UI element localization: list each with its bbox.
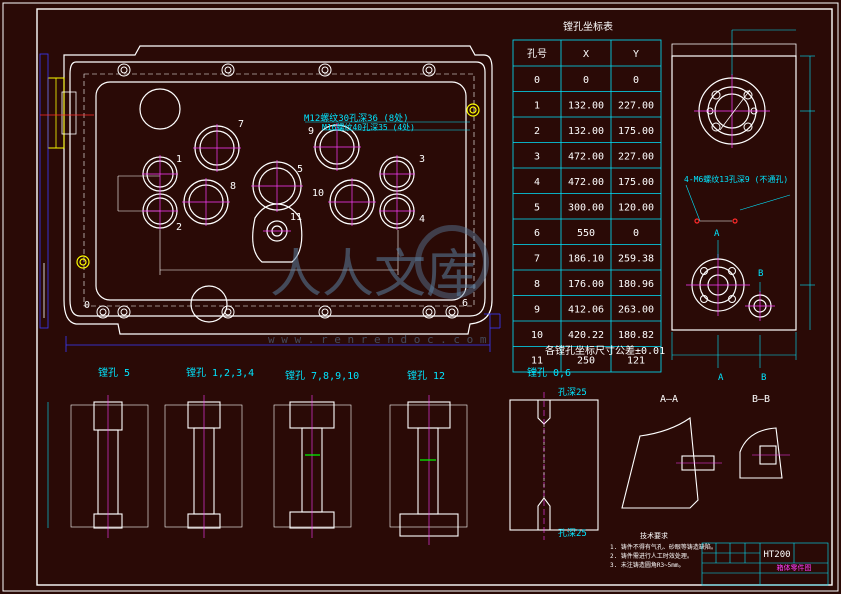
table-cell: 176.00 <box>568 279 604 290</box>
table-cell: 0 <box>583 75 589 86</box>
hole-label-5: 5 <box>297 164 303 175</box>
hole-label-0: 0 <box>84 300 90 311</box>
coordinate-table: 镗孔坐标表 孔号 X Y 0 0 0 1 132.00 227.00 2 132.00 175.00 3… <box>512 20 665 373</box>
watermark-text: 人人文库 <box>270 245 478 305</box>
table-header-cell: Y <box>633 49 639 60</box>
section-aa: A—A <box>660 394 678 405</box>
table-cell: 186.10 <box>568 254 604 265</box>
hole-label-9: 9 <box>308 126 314 137</box>
table-cell: 180.96 <box>618 279 654 290</box>
title-block-part-name: 箱体零件图 <box>777 563 812 572</box>
watermark: 人人文库 w w w . r e n r e n d o c . c o m <box>268 225 489 346</box>
title-block <box>701 542 829 586</box>
title-block-material: HT200 <box>763 550 790 560</box>
table-cell: 0 <box>633 75 639 86</box>
table-cell: 132.00 <box>568 101 604 112</box>
table-cell: 420.22 <box>568 330 604 341</box>
table-cell: 1 <box>534 101 540 112</box>
table-cell: 472.00 <box>568 152 604 163</box>
inner-border <box>36 8 833 586</box>
table-cell: 4 <box>534 177 540 188</box>
side-view-labels: 4-M6螺纹13孔深9 (不通孔) A B A B <box>684 174 788 383</box>
thread-note-m16: M16螺纹40孔深35 (4处) <box>322 122 415 132</box>
section-labels: 镗孔 5 镗孔 1,2,3,4 镗孔 7,8,9,10 镗孔 12 镗孔 0,6… <box>98 366 770 539</box>
table-cell: 300.00 <box>568 203 604 214</box>
note-item-3: 3. 未注铸造圆角R3~5mm。 <box>610 561 685 569</box>
table-cell: 227.00 <box>618 152 654 163</box>
table-cell: 263.00 <box>618 305 654 316</box>
technical-notes: 技术要求 1. 铸件不得有气孔、砂眼等铸造缺陷。 2. 铸件需进行人工时效处理。… <box>610 531 717 569</box>
table-cell: 250 <box>577 356 595 367</box>
table-cell: 412.06 <box>568 305 604 316</box>
hole-label-10: 10 <box>312 188 324 199</box>
table-cell: 10 <box>531 330 543 341</box>
table-cell: 175.00 <box>618 126 654 137</box>
hole-label-2: 2 <box>176 222 182 233</box>
watermark-url: w w w . r e n r e n d o c . c o m <box>268 333 487 346</box>
hole-label-6: 6 <box>462 298 468 309</box>
hole-label-11: 11 <box>290 212 302 223</box>
table-cell: 180.82 <box>618 330 654 341</box>
table-title: 镗孔坐标表 <box>563 20 613 33</box>
table-cell: 2 <box>534 126 540 137</box>
section-label-hole78910: 镗孔 7,8,9,10 <box>285 369 359 382</box>
note-item-1: 1. 铸件不得有气孔、砂眼等铸造缺陷。 <box>610 543 717 551</box>
section-label-hole12: 镗孔 12 <box>407 369 445 382</box>
table-cell: 121 <box>627 356 645 367</box>
plan-hole-labels: 0 1 2 3 4 5 6 7 8 9 10 11 M12螺纹30孔深36 (8… <box>84 112 468 311</box>
table-cell: 7 <box>534 254 540 265</box>
hole-label-3: 3 <box>419 154 425 165</box>
side-label-b-bottom: B <box>761 373 766 383</box>
notes-title: 技术要求 <box>640 531 668 540</box>
side-label-a-bottom: A <box>718 373 724 383</box>
thread-note-m12: M12螺纹30孔深36 (8处) <box>304 112 409 124</box>
table-note: 各镗孔坐标尺寸公差±0.01 <box>545 344 665 357</box>
table-header-cell: 孔号 <box>527 48 547 60</box>
table-cell: 259.38 <box>618 254 654 265</box>
side-thread-note: 4-M6螺纹13孔深9 (不通孔) <box>684 174 788 184</box>
table-cell: 0 <box>534 75 540 86</box>
table-cell: 5 <box>534 203 540 214</box>
table-cell: 11 <box>531 356 543 367</box>
note-item-2: 2. 铸件需进行人工时效处理。 <box>610 552 693 560</box>
table-cell: 550 <box>577 228 595 239</box>
hole-label-8: 8 <box>230 181 236 192</box>
section-label-hole06: 镗孔 0,6 <box>527 366 571 379</box>
section-label-hole5: 镗孔 5 <box>98 366 130 379</box>
table-header-cell: X <box>583 49 589 60</box>
section-bb: B—B <box>752 394 770 405</box>
table-cell: 9 <box>534 305 540 316</box>
table-cell: 227.00 <box>618 101 654 112</box>
hole-label-4: 4 <box>419 214 425 225</box>
side-label-a: A <box>714 229 720 239</box>
hole-label-1: 1 <box>176 154 182 165</box>
hole-label-7: 7 <box>238 119 244 130</box>
table-cell: 3 <box>534 152 540 163</box>
table-cell: 120.00 <box>618 203 654 214</box>
depth-bottom: 孔深25 <box>558 528 587 539</box>
table-cell: 8 <box>534 279 540 290</box>
depth-top: 孔深25 <box>558 387 587 398</box>
section-label-hole1234: 镗孔 1,2,3,4 <box>186 366 254 379</box>
table-cell: 472.00 <box>568 177 604 188</box>
table-cell: 132.00 <box>568 126 604 137</box>
section-views <box>47 392 790 545</box>
side-label-b: B <box>758 269 763 279</box>
side-view <box>671 29 815 368</box>
table-cell: 0 <box>633 228 639 239</box>
table-cell: 175.00 <box>618 177 654 188</box>
plan-view <box>39 45 501 352</box>
table-cell: 6 <box>534 228 540 239</box>
